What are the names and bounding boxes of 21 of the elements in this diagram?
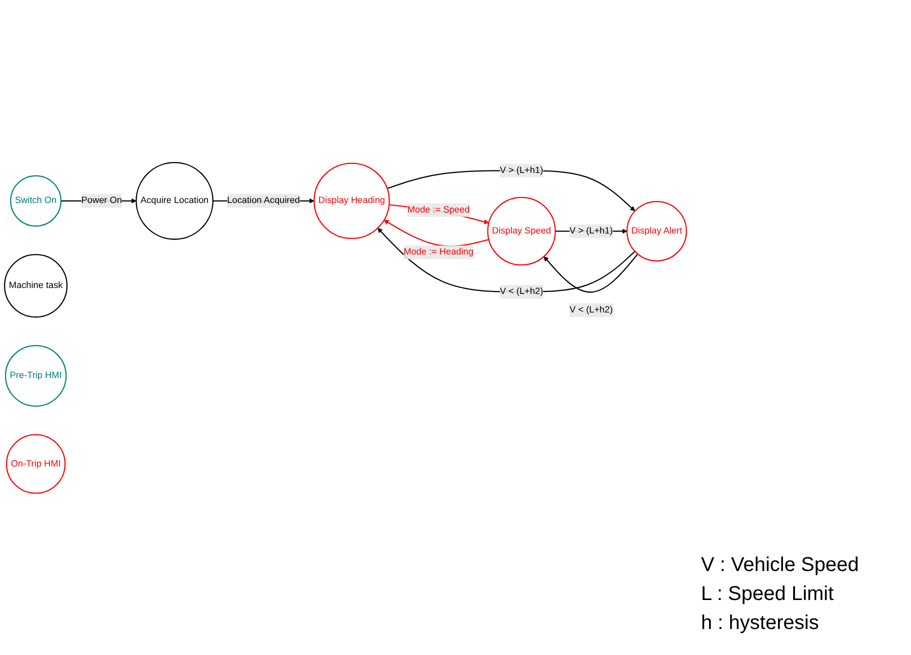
- arrow: [544, 253, 638, 292]
- legend-note: h : hysteresis: [701, 612, 820, 635]
- node-circle: Display Heading: [314, 162, 390, 239]
- arrow: [384, 219, 489, 246]
- edge-label: V < (L+h2): [500, 286, 544, 296]
- legend-note: V : Vehicle Speed: [701, 554, 860, 577]
- node-circle: Display Speed: [487, 196, 556, 266]
- node-circle: Machine task: [4, 254, 68, 318]
- node-circle: Display Alert: [626, 200, 687, 262]
- node-circle: Pre-Trip HMI: [4, 344, 67, 406]
- edge-label: Mode := Speed: [407, 204, 470, 214]
- edge-label: V < (L+h2): [570, 304, 613, 314]
- node-circle: Acquire Location: [136, 162, 214, 240]
- node-circle: Switch On: [10, 174, 62, 226]
- edge-label: Location Acquired: [227, 195, 300, 206]
- edge-label: V > (L+h1): [500, 165, 544, 175]
- edge-label: V > (L+h1): [570, 226, 613, 236]
- edge-label: Mode := Heading: [404, 246, 474, 257]
- legend-note: L : Speed Limit: [701, 583, 835, 606]
- node-circle: On-Trip HMI: [6, 434, 66, 494]
- edge-label: Power On: [81, 195, 122, 206]
